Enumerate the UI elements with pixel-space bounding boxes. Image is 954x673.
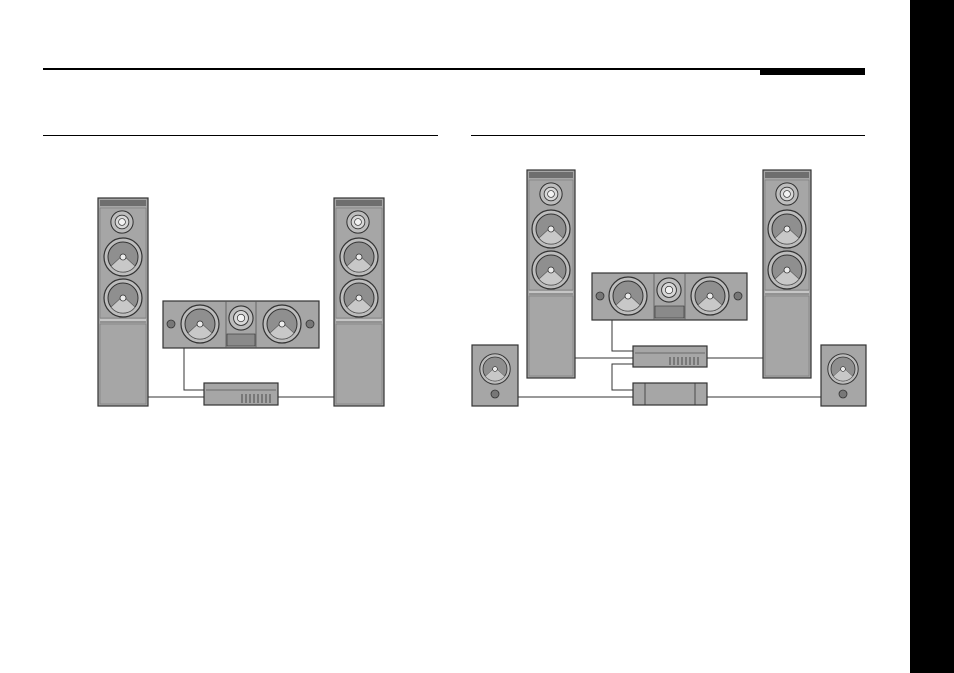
tweeter-icon bbox=[657, 278, 681, 302]
left-tower-speaker bbox=[527, 170, 575, 378]
tweeter-icon bbox=[229, 306, 253, 330]
tweeter-icon bbox=[540, 183, 562, 205]
left-surround-speaker bbox=[472, 345, 518, 406]
tweeter-icon bbox=[776, 183, 798, 205]
tweeter-icon bbox=[111, 211, 133, 233]
right-tower-speaker bbox=[763, 170, 811, 378]
tweeter-icon bbox=[347, 211, 369, 233]
left-tower-speaker bbox=[98, 198, 148, 406]
woofer-icon bbox=[768, 210, 806, 248]
woofer-icon bbox=[828, 354, 858, 384]
receiver bbox=[633, 346, 707, 367]
woofer-icon bbox=[340, 238, 378, 276]
woofer-icon bbox=[768, 251, 806, 289]
woofer-icon bbox=[263, 305, 301, 343]
amplifier bbox=[633, 383, 707, 405]
receiver bbox=[204, 383, 278, 405]
woofer-icon bbox=[104, 279, 142, 317]
center-speaker bbox=[592, 273, 747, 320]
right-surround-speaker bbox=[821, 345, 866, 406]
woofer-icon bbox=[691, 277, 729, 315]
woofer-icon bbox=[480, 354, 510, 384]
woofer-icon bbox=[609, 277, 647, 315]
woofer-icon bbox=[340, 279, 378, 317]
center-speaker bbox=[163, 301, 319, 348]
woofer-icon bbox=[532, 251, 570, 289]
woofer-icon bbox=[532, 210, 570, 248]
woofer-icon bbox=[181, 305, 219, 343]
right-tower-speaker bbox=[334, 198, 384, 406]
woofer-icon bbox=[104, 238, 142, 276]
